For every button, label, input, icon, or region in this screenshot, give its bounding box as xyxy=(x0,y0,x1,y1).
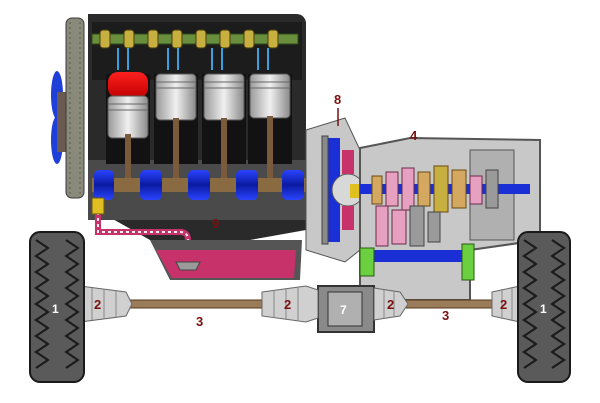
cv-boot-left-outer xyxy=(79,285,133,323)
callout-sump: 9 xyxy=(212,216,219,231)
combustion-flame xyxy=(108,72,148,98)
front-wheel-left xyxy=(29,231,85,383)
callout-shaft-left: 3 xyxy=(196,314,203,329)
callout-boot-right-outer: 2 xyxy=(500,297,507,312)
cv-boot-left-inner xyxy=(261,285,319,323)
callout-shaft-right: 3 xyxy=(442,308,449,323)
connecting-rods xyxy=(125,116,273,178)
callout-gearbox: 4 xyxy=(410,128,418,143)
timing-belt xyxy=(65,17,85,199)
camshaft xyxy=(91,29,299,49)
gear-stack xyxy=(371,165,499,247)
callout-front-wheel-left: 1 xyxy=(52,302,59,316)
crankshaft xyxy=(92,170,314,200)
oil-pickup-tube xyxy=(91,197,191,262)
callout-differential: 7 xyxy=(340,303,347,317)
oil-sump xyxy=(150,240,302,280)
differential xyxy=(317,285,375,333)
clutch-housing xyxy=(305,117,365,263)
valves xyxy=(117,48,269,70)
callout-clutch: 8 xyxy=(334,92,341,107)
callout-boot-left-outer: 2 xyxy=(94,297,101,312)
callout-boot-right-inner: 2 xyxy=(387,297,394,312)
front-wheel-right xyxy=(517,231,571,383)
callout-front-wheel-right: 1 xyxy=(540,302,547,316)
driveshaft-left xyxy=(129,299,267,309)
driveshaft-right xyxy=(403,299,497,309)
cv-boot-right-inner xyxy=(373,287,409,321)
callout-boot-left-inner: 2 xyxy=(284,297,291,312)
pistons xyxy=(107,73,291,139)
